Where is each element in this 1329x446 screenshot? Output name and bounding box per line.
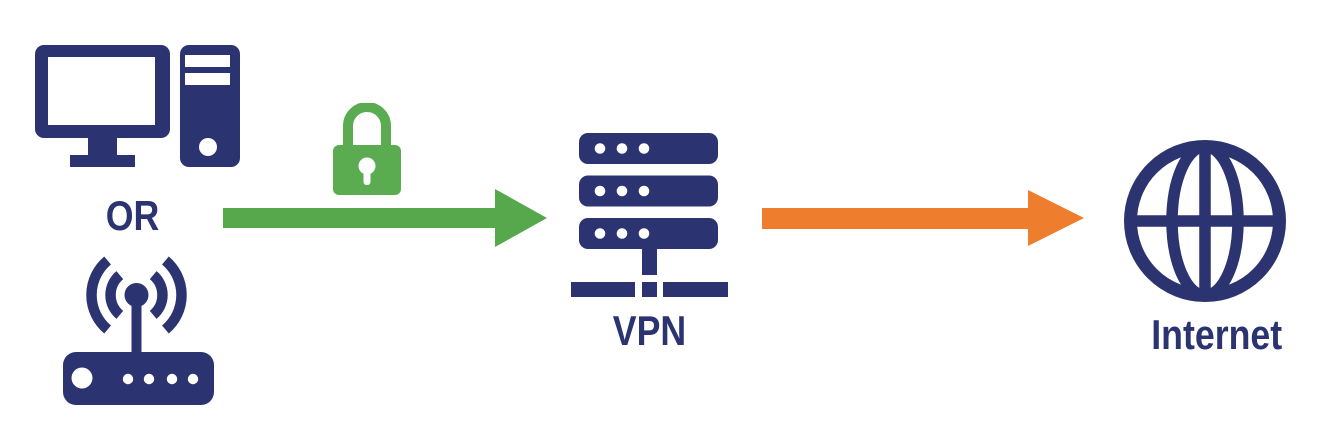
padlock-icon — [333, 103, 401, 195]
vpn-server-icon — [571, 133, 728, 297]
orange-right-arrow-icon — [762, 190, 1084, 246]
globe-icon — [1124, 140, 1286, 302]
desktop-computer-icon — [35, 45, 240, 167]
green-right-arrow-icon — [223, 189, 547, 247]
internet-label: Internet — [1151, 311, 1283, 358]
vpn-label: VPN — [612, 307, 687, 354]
wireless-router-icon — [63, 256, 214, 405]
or-label: OR — [105, 192, 160, 239]
